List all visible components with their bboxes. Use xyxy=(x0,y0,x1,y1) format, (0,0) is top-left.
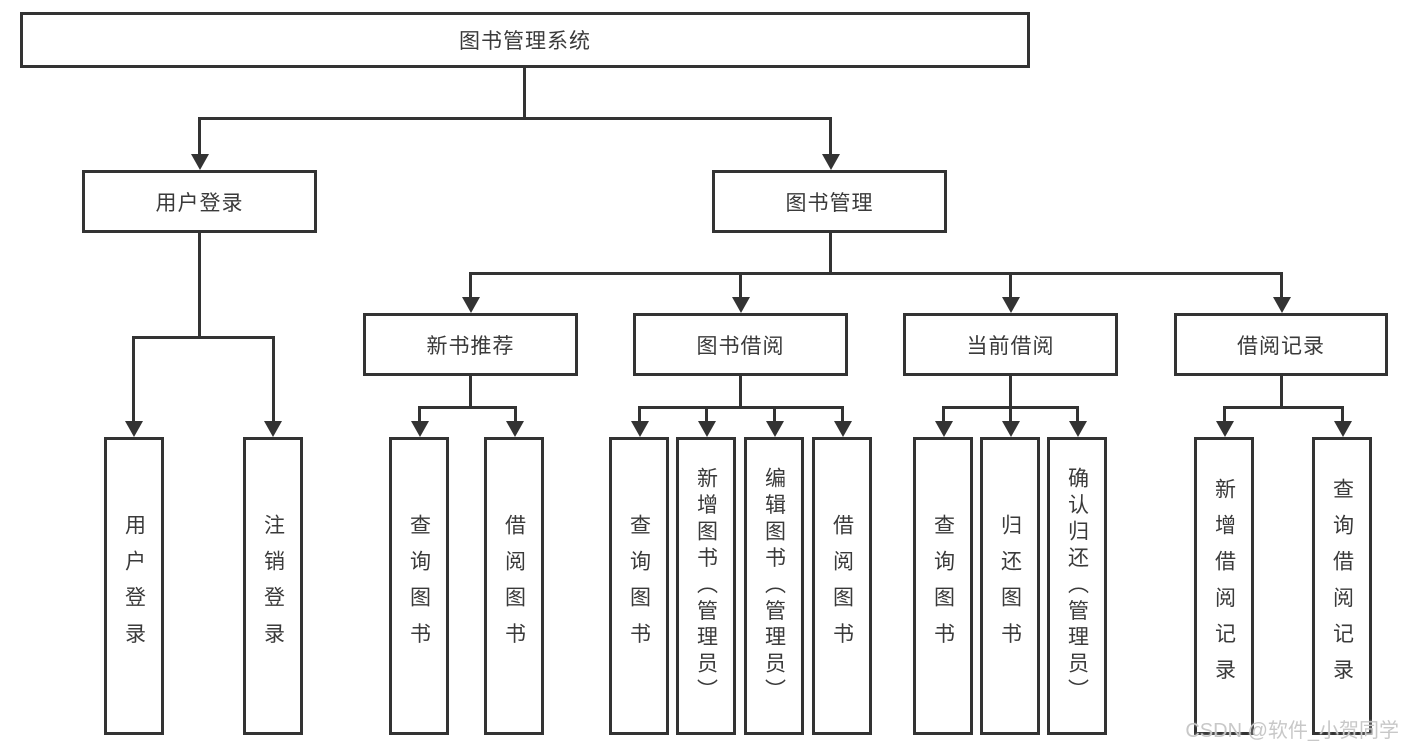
connector-drop-leaf-user-login xyxy=(132,336,135,423)
connector-bb-stem xyxy=(739,376,742,406)
connector-drop-cb-return xyxy=(1009,406,1012,423)
arrow-bb-borrow xyxy=(834,421,852,437)
connector-drop-book-management xyxy=(829,117,832,156)
connector-user-login-bar xyxy=(132,336,275,339)
arrow-nbr-borrow xyxy=(506,421,524,437)
leaf-logout: 注销登录 xyxy=(243,437,303,735)
connector-drop-bb-query xyxy=(638,406,641,423)
node-borrow-record: 借阅记录 xyxy=(1174,313,1388,376)
connector-level3-bar xyxy=(469,272,1283,275)
leaf-bb-query-book: 查询图书 xyxy=(609,437,669,735)
arrow-br-query xyxy=(1334,421,1352,437)
arrow-leaf-logout xyxy=(264,421,282,437)
connector-nbr-stem xyxy=(469,376,472,406)
leaf-br-query-record: 查询借阅记录 xyxy=(1312,437,1372,735)
arrow-book-management xyxy=(822,154,840,170)
connector-drop-cb-query xyxy=(942,406,945,423)
arrow-cb-confirm xyxy=(1069,421,1087,437)
leaf-cb-return-book: 归还图书 xyxy=(980,437,1040,735)
connector-book-management-stem xyxy=(829,233,832,272)
connector-drop-borrow-record xyxy=(1280,272,1283,299)
arrow-bb-add xyxy=(698,421,716,437)
connector-root-stem xyxy=(523,68,526,117)
arrow-leaf-user-login xyxy=(125,421,143,437)
node-book-management: 图书管理 xyxy=(712,170,947,233)
connector-drop-current-borrow xyxy=(1009,272,1012,299)
arrow-cb-return xyxy=(1002,421,1020,437)
arrow-bb-edit xyxy=(766,421,784,437)
node-user-login: 用户登录 xyxy=(82,170,317,233)
connector-drop-cb-confirm xyxy=(1076,406,1079,423)
connector-br-bar xyxy=(1223,406,1344,409)
connector-bb-bar xyxy=(638,406,844,409)
connector-user-login-stem xyxy=(198,233,201,336)
arrow-book-borrow xyxy=(732,297,750,313)
arrow-borrow-record xyxy=(1273,297,1291,313)
node-new-book-recommend: 新书推荐 xyxy=(363,313,578,376)
csdn-watermark: CSDN @软件_小贺同学 xyxy=(1185,720,1399,742)
node-root: 图书管理系统 xyxy=(20,12,1030,68)
node-current-borrow: 当前借阅 xyxy=(903,313,1118,376)
leaf-nbr-borrow-book: 借阅图书 xyxy=(484,437,544,735)
node-book-borrow: 图书借阅 xyxy=(633,313,848,376)
connector-drop-br-add xyxy=(1223,406,1226,423)
arrow-cb-query xyxy=(935,421,953,437)
connector-drop-book-borrow xyxy=(739,272,742,299)
arrow-nbr-query xyxy=(411,421,429,437)
leaf-cb-query-book: 查询图书 xyxy=(913,437,973,735)
arrow-current-borrow xyxy=(1002,297,1020,313)
leaf-br-add-record: 新增借阅记录 xyxy=(1194,437,1254,735)
connector-drop-bb-borrow xyxy=(841,406,844,423)
connector-drop-new-book-recommend xyxy=(469,272,472,299)
leaf-nbr-query-book: 查询图书 xyxy=(389,437,449,735)
arrow-new-book-recommend xyxy=(462,297,480,313)
leaf-bb-edit-book-admin: 编辑图书（管理员） xyxy=(744,437,804,735)
arrow-user-login xyxy=(191,154,209,170)
connector-br-stem xyxy=(1280,376,1283,406)
connector-drop-br-query xyxy=(1341,406,1344,423)
connector-drop-nbr-borrow xyxy=(514,406,517,423)
arrow-br-add xyxy=(1216,421,1234,437)
connector-level2-bar xyxy=(198,117,832,120)
leaf-cb-confirm-return-admin: 确认归还（管理员） xyxy=(1047,437,1107,735)
leaf-user-login: 用户登录 xyxy=(104,437,164,735)
connector-drop-bb-edit xyxy=(773,406,776,423)
connector-drop-leaf-logout xyxy=(272,336,275,423)
connector-cb-stem xyxy=(1009,376,1012,406)
connector-drop-user-login xyxy=(198,117,201,156)
leaf-bb-borrow-book: 借阅图书 xyxy=(812,437,872,735)
connector-nbr-bar xyxy=(418,406,517,409)
connector-drop-bb-add xyxy=(705,406,708,423)
arrow-bb-query xyxy=(631,421,649,437)
leaf-bb-add-book-admin: 新增图书（管理员） xyxy=(676,437,736,735)
connector-drop-nbr-query xyxy=(418,406,421,423)
